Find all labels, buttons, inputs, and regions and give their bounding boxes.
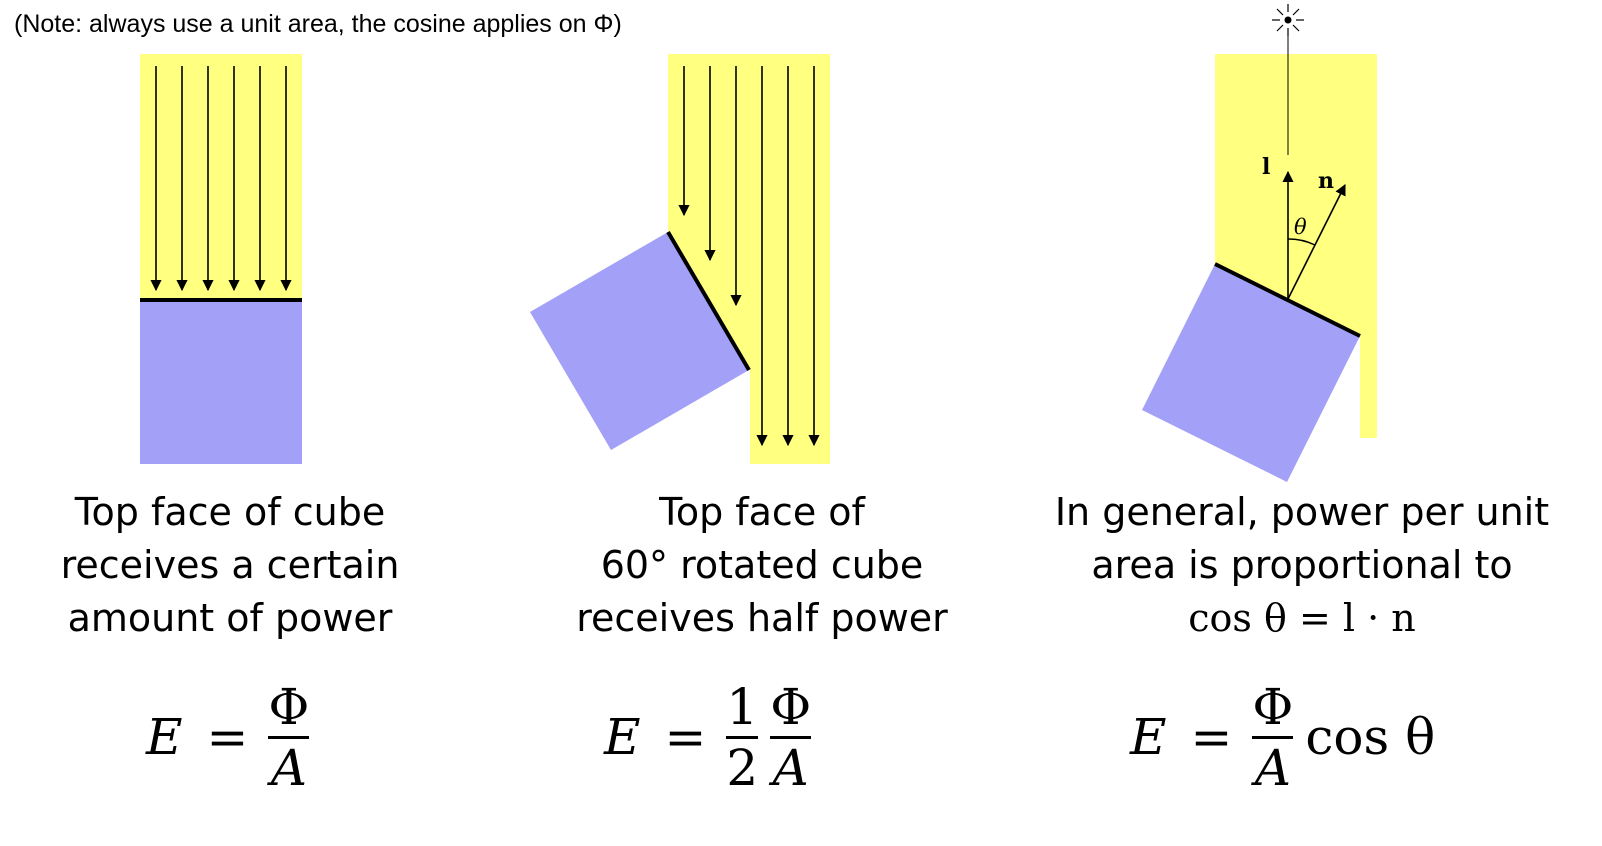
formula-panel-2: E = 1 2 Φ A bbox=[604, 672, 817, 802]
light-vector-label: l bbox=[1262, 154, 1270, 180]
fraction-numerator: Φ bbox=[770, 677, 812, 736]
caption-line: Top face of bbox=[659, 490, 865, 534]
light-beam-3 bbox=[1215, 54, 1377, 438]
caption-panel-3: In general, power per unit area is propo… bbox=[1042, 486, 1562, 645]
formula-lhs: E bbox=[604, 708, 641, 766]
fraction-denominator: A bbox=[270, 738, 307, 797]
fraction-bar bbox=[1252, 735, 1294, 739]
caption-line: area is proportional to bbox=[1091, 543, 1513, 587]
fraction-denominator: 2 bbox=[726, 738, 759, 797]
angle-arc bbox=[1287, 238, 1316, 246]
cube-face-2 bbox=[530, 232, 749, 450]
note-text: (Note: always use a unit area, the cosin… bbox=[14, 10, 622, 38]
caption-panel-2: Top face of 60° rotated cube receives ha… bbox=[502, 486, 1022, 645]
fraction-bar bbox=[726, 735, 759, 739]
formula-equals: = bbox=[206, 708, 249, 766]
light-beam-2 bbox=[668, 54, 830, 464]
formula-cosine-term: cos θ bbox=[1305, 708, 1436, 766]
panel-3-illustration: l n θ bbox=[1142, 4, 1377, 482]
fraction: Φ A bbox=[1252, 677, 1294, 797]
fraction-bar bbox=[770, 735, 812, 739]
normal-vector-label: n bbox=[1318, 168, 1334, 194]
fraction-numerator: Φ bbox=[1252, 677, 1294, 736]
formula-panel-1: E = Φ A bbox=[146, 672, 315, 802]
caption-line: receives a certain bbox=[60, 543, 400, 587]
angle-label: θ bbox=[1294, 215, 1307, 239]
cube-face-1 bbox=[140, 300, 302, 464]
top-face-edge-2 bbox=[666, 230, 751, 372]
formula-equals: = bbox=[1190, 708, 1233, 766]
formula-lhs: E bbox=[146, 708, 183, 766]
caption-line: Top face of cube bbox=[74, 490, 386, 534]
caption-line: amount of power bbox=[67, 596, 393, 640]
caption-equation: cos θ = l · n bbox=[1188, 596, 1416, 640]
fraction: Φ A bbox=[268, 677, 310, 797]
caption-panel-1: Top face of cube receives a certain amou… bbox=[0, 486, 490, 645]
formula-lhs: E bbox=[1130, 708, 1167, 766]
panel-1-illustration bbox=[140, 54, 302, 464]
cube-face-3 bbox=[1142, 264, 1360, 482]
caption-line: In general, power per unit bbox=[1054, 490, 1550, 534]
formula-equals: = bbox=[664, 708, 707, 766]
light-beam-1 bbox=[140, 54, 302, 300]
fraction-denominator: A bbox=[772, 738, 809, 797]
fraction: Φ A bbox=[770, 677, 812, 797]
caption-line: 60° rotated cube bbox=[600, 543, 924, 587]
fraction-numerator: 1 bbox=[726, 677, 759, 736]
fraction-bar bbox=[268, 735, 310, 739]
coefficient-fraction: 1 2 bbox=[726, 677, 759, 797]
formula-panel-3: E = Φ A cos θ bbox=[1130, 672, 1435, 802]
caption-line: receives half power bbox=[576, 596, 948, 640]
sun-icon bbox=[1272, 4, 1304, 36]
fraction-denominator: A bbox=[1254, 738, 1291, 797]
fraction-numerator: Φ bbox=[268, 677, 310, 736]
panel-2-illustration bbox=[530, 54, 830, 464]
normal-vector-arrow bbox=[1287, 183, 1346, 300]
top-face-edge-3 bbox=[1214, 262, 1361, 338]
